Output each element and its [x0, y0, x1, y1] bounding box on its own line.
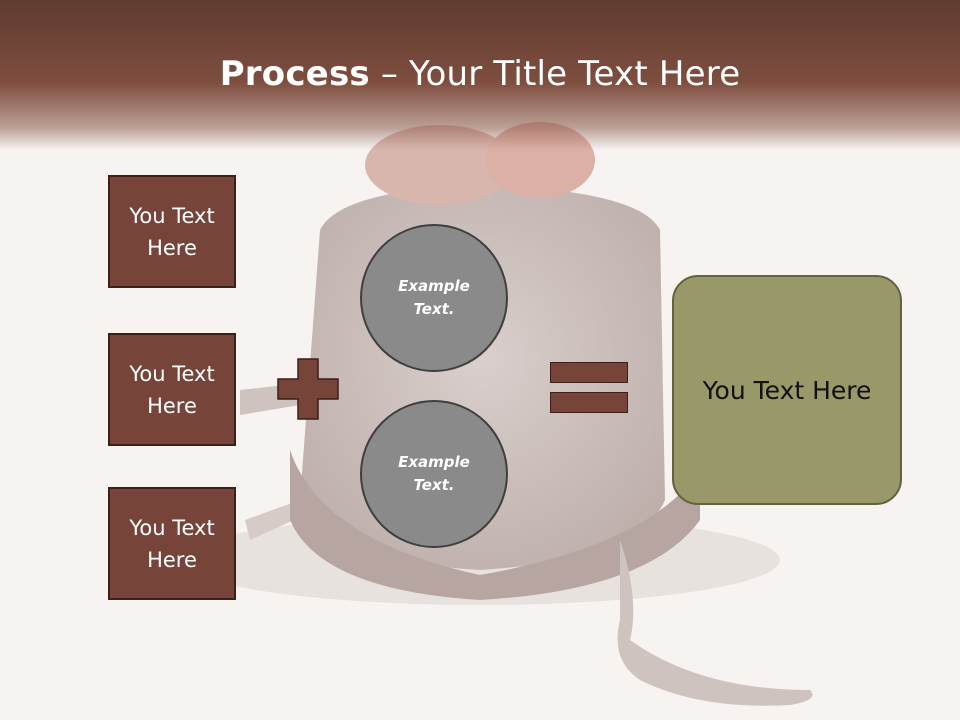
- circle-label: Example Text.: [398, 277, 470, 318]
- example-circle-1[interactable]: Example Text.: [360, 224, 508, 372]
- text-box-2[interactable]: You Text Here: [108, 333, 236, 446]
- text-box-label: You Text Here: [129, 203, 215, 260]
- title-rest: – Your Title Text Here: [369, 54, 741, 94]
- equals-bar-top: [550, 362, 628, 383]
- circle-label: Example Text.: [398, 453, 470, 494]
- text-box-3[interactable]: You Text Here: [108, 487, 236, 600]
- equals-bar-bottom: [550, 392, 628, 413]
- result-box[interactable]: You Text Here: [672, 275, 902, 505]
- example-circle-2[interactable]: Example Text.: [360, 400, 508, 548]
- text-box-1[interactable]: You Text Here: [108, 175, 236, 288]
- equals-icon: [550, 362, 628, 414]
- text-box-label: You Text Here: [129, 361, 215, 418]
- result-box-label: You Text Here: [702, 375, 872, 405]
- text-box-label: You Text Here: [129, 515, 215, 572]
- title-banner: [0, 0, 960, 150]
- page-title: Process – Your Title Text Here: [0, 52, 960, 96]
- title-bold: Process: [219, 54, 370, 94]
- plus-icon: [277, 358, 339, 420]
